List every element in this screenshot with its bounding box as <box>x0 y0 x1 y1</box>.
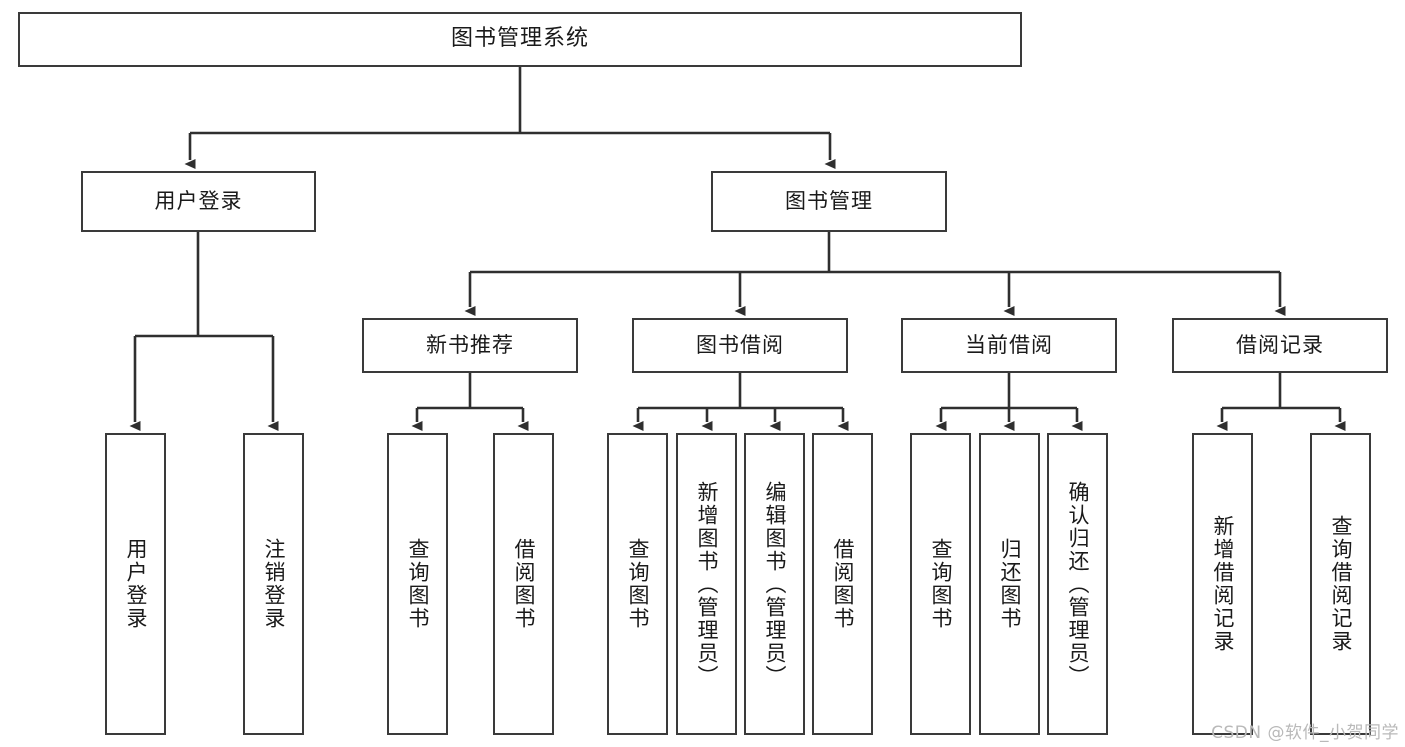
node-label: 借阅记录 <box>1236 332 1324 357</box>
node-label: 图书管理系统 <box>450 26 589 52</box>
node-book-management[interactable]: 图书管理 <box>711 171 947 232</box>
leaf-label: 用户登录 <box>123 538 148 630</box>
leaf-borrow-book[interactable]: 借阅图书 <box>812 433 873 735</box>
leaf-query-book-current[interactable]: 查询图书 <box>910 433 971 735</box>
watermark-text: CSDN @软件_小贺同学 <box>1211 723 1399 743</box>
leaf-label: 查询图书 <box>625 538 650 630</box>
leaf-label: 注销登录 <box>261 538 286 630</box>
leaf-label: 借阅图书 <box>511 538 536 630</box>
node-label: 图书管理 <box>785 188 873 213</box>
leaf-label: 归还图书 <box>997 538 1022 630</box>
node-book-borrow[interactable]: 图书借阅 <box>632 318 848 373</box>
node-user-login[interactable]: 用户登录 <box>81 171 316 232</box>
leaf-label: 新增借阅记录 <box>1210 515 1235 653</box>
node-label: 用户登录 <box>154 188 243 213</box>
leaf-label: 查询图书 <box>928 538 953 630</box>
node-label: 图书借阅 <box>696 332 784 357</box>
leaf-label: 新增图书（管理员） <box>694 480 719 688</box>
node-borrow-record[interactable]: 借阅记录 <box>1172 318 1388 373</box>
leaf-add-borrow-record[interactable]: 新增借阅记录 <box>1192 433 1253 735</box>
leaf-borrow-book-recommend[interactable]: 借阅图书 <box>493 433 554 735</box>
leaf-edit-book-admin[interactable]: 编辑图书（管理员） <box>744 433 805 735</box>
leaf-query-book-recommend[interactable]: 查询图书 <box>387 433 448 735</box>
leaf-label: 确认归还（管理员） <box>1065 480 1090 688</box>
leaf-user-login[interactable]: 用户登录 <box>105 433 166 735</box>
node-new-book-recommend[interactable]: 新书推荐 <box>362 318 578 373</box>
leaf-label: 查询借阅记录 <box>1328 515 1353 653</box>
node-label: 当前借阅 <box>965 332 1053 357</box>
leaf-add-book-admin[interactable]: 新增图书（管理员） <box>676 433 737 735</box>
leaf-label: 借阅图书 <box>830 538 855 630</box>
leaf-label: 查询图书 <box>405 538 430 630</box>
leaf-logout[interactable]: 注销登录 <box>243 433 304 735</box>
leaf-label: 编辑图书（管理员） <box>762 480 787 688</box>
leaf-query-borrow-record[interactable]: 查询借阅记录 <box>1310 433 1371 735</box>
leaf-confirm-return-admin[interactable]: 确认归还（管理员） <box>1047 433 1108 735</box>
leaf-query-book-borrow[interactable]: 查询图书 <box>607 433 668 735</box>
node-root-system[interactable]: 图书管理系统 <box>18 12 1022 67</box>
node-current-borrow[interactable]: 当前借阅 <box>901 318 1117 373</box>
leaf-return-book[interactable]: 归还图书 <box>979 433 1040 735</box>
node-label: 新书推荐 <box>426 332 514 357</box>
